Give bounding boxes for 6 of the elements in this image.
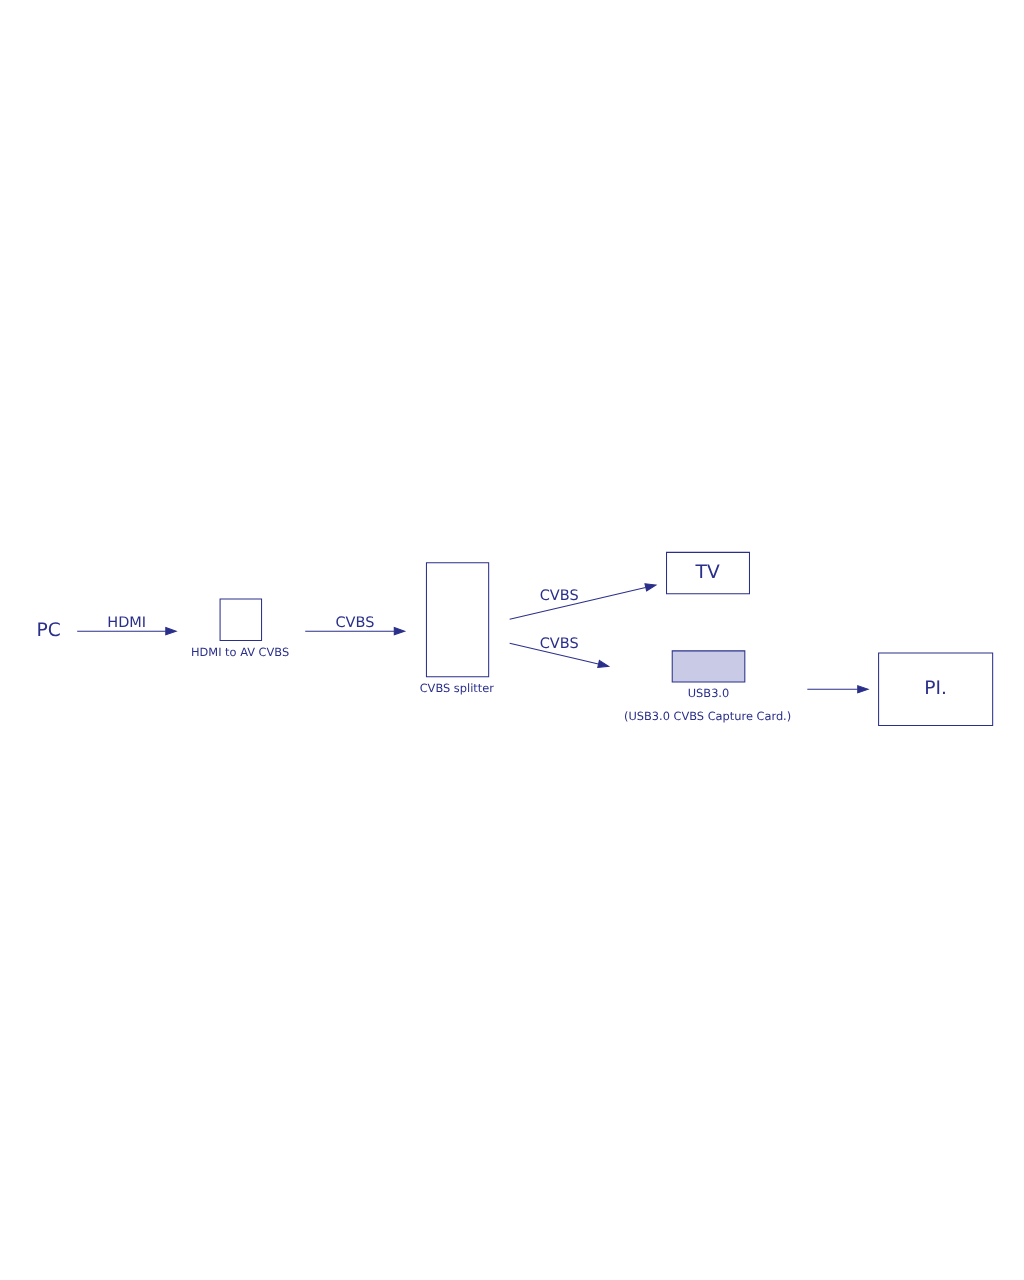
node-text: PC bbox=[36, 619, 61, 642]
arrow bbox=[304, 626, 407, 636]
arrow bbox=[806, 684, 870, 694]
arrow bbox=[509, 642, 611, 669]
arrow bbox=[509, 583, 658, 620]
arrow bbox=[76, 626, 178, 636]
